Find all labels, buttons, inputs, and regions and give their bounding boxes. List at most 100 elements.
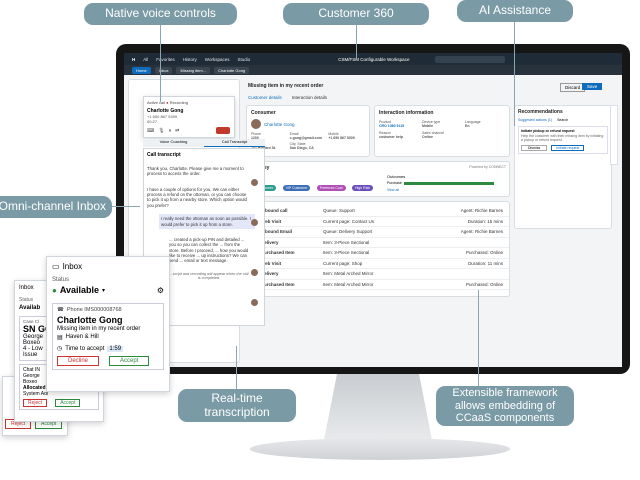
- search-input[interactable]: [435, 55, 506, 63]
- caller-name-inbox: Charlotte Gong: [57, 315, 123, 325]
- chat-label: Chat IN: [23, 367, 40, 373]
- activity-row[interactable]: Inbound call Queue: Support Agent: Richie …: [247, 206, 509, 217]
- consumer-name[interactable]: Charlotte Gong: [264, 121, 295, 127]
- app-title: CSM/FSM Configurable Workspace: [338, 56, 410, 62]
- callout-extensible: Extensible framework allows embedding of…: [436, 386, 574, 426]
- field-mobile: Mobile+1 650 867 5309: [328, 132, 355, 140]
- accept-timer: 1:59: [107, 345, 124, 352]
- case-code: SN GC: [23, 324, 52, 334]
- accept-button-middle[interactable]: Accept: [55, 399, 81, 407]
- view-all-link[interactable]: View all: [387, 188, 399, 192]
- journey-card: Journey Powered by CONNECT 5+ Customer V…: [246, 161, 510, 197]
- activity-detail: Current page: Shop: [323, 260, 363, 266]
- system-label: System Adi: [23, 391, 49, 397]
- subtab-customer[interactable]: Customer details: [248, 95, 282, 100]
- activity-type: Inbound Email: [261, 229, 292, 235]
- tab-bar: Home Inbox Missing item... Charlotte Gon…: [124, 65, 622, 75]
- tab-contact[interactable]: Charlotte Gong: [214, 66, 250, 74]
- nav-studio[interactable]: Studio: [237, 56, 251, 62]
- case-label: Case Cl: [23, 319, 40, 324]
- connector-line: [514, 20, 515, 126]
- activity-right: Duration: 11 mins: [468, 260, 503, 266]
- mute-icon[interactable]: 🎙: [158, 128, 165, 134]
- callout-realtime: Real-time transcription: [178, 389, 296, 422]
- activity-right: Purchased: Online: [465, 281, 503, 287]
- inbox-title-2: Inbox: [19, 285, 34, 291]
- record-title: Missing item in my recent order: [248, 83, 324, 89]
- tab-suggested[interactable]: Suggested actions (1): [518, 118, 553, 122]
- transfer-icon[interactable]: ⇄: [175, 128, 180, 134]
- tab-voice-coaching[interactable]: Voice Coaching: [159, 139, 188, 144]
- tab-search[interactable]: Search: [557, 118, 569, 122]
- recording-label: Recording: [169, 100, 188, 105]
- activity-right: Duration: 15 mins: [467, 218, 503, 224]
- case-issue: Issue: [23, 352, 38, 358]
- tab-home[interactable]: Home: [132, 66, 151, 74]
- decline-button[interactable]: Decline: [57, 356, 100, 366]
- connector-line: [478, 290, 479, 386]
- accept-button[interactable]: Accept: [109, 356, 150, 366]
- hangup-button[interactable]: [216, 127, 230, 134]
- nav-all[interactable]: All: [143, 56, 149, 62]
- chat-name: George: [23, 373, 40, 379]
- dismiss-button[interactable]: Dismiss: [521, 145, 548, 151]
- record-subtabs: Customer details Interaction details: [248, 95, 327, 100]
- logo-icon: H: [132, 56, 136, 62]
- consumer-heading: Consumer: [251, 110, 276, 116]
- gear-icon[interactable]: ⚙: [156, 285, 164, 295]
- activity-detail: Current page: Contact Us: [323, 218, 375, 224]
- chevron-down-icon[interactable]: ▾: [102, 287, 106, 294]
- nav-favorites[interactable]: Favorites: [156, 56, 175, 62]
- transcript-msg-4: ... created a pick-up PIN and detailed .…: [169, 236, 249, 264]
- inbox-card-front: ▭ Inbox Status ● Available ▾ ⚙ ☎ Phone I…: [46, 256, 170, 392]
- hold-icon[interactable]: ⏸: [168, 128, 172, 134]
- agent-avatar: [251, 269, 258, 276]
- rec-desc: Help the customer with their missing ite…: [521, 134, 604, 142]
- tab-case[interactable]: Missing item...: [176, 66, 211, 74]
- initiate-button[interactable]: Initiate request: [551, 145, 585, 151]
- inbox-icon: ▭: [52, 262, 60, 271]
- side-rail: [610, 105, 618, 165]
- nav-workspaces[interactable]: Workspaces: [204, 56, 230, 62]
- activity-detail: Item: Metal Arched Mirror: [323, 281, 374, 287]
- keypad-icon[interactable]: ⌨: [147, 128, 155, 134]
- monitor-stand: [324, 374, 432, 440]
- transcript-title: Call transcript: [147, 152, 181, 158]
- phone-icon: ☎: [57, 307, 64, 313]
- status-value[interactable]: Available: [59, 285, 100, 295]
- tab-inbox[interactable]: Inbox: [154, 66, 173, 74]
- reject-button-middle[interactable]: Reject: [23, 399, 48, 407]
- agent-avatar: [251, 299, 258, 306]
- subtab-interaction[interactable]: Interaction details: [291, 95, 328, 100]
- recommendations-heading: Recommendations: [518, 109, 563, 115]
- nav-history[interactable]: History: [182, 56, 197, 62]
- activity-detail: Item: 3-Piece Sectional: [323, 250, 370, 256]
- status-value-2: Availab: [19, 305, 41, 311]
- journey-powered: Powered by CONNECT: [469, 165, 506, 169]
- save-button[interactable]: Save: [582, 83, 603, 90]
- badge-risk: High Risk: [352, 185, 373, 191]
- activity-row[interactable]: Web Visit Current page: Shop Duration: 11 …: [247, 259, 509, 269]
- connector-line: [112, 206, 140, 207]
- subject: Missing item in my recent order: [57, 326, 141, 332]
- caller-phone: +1 650 867 5309: [147, 114, 178, 119]
- activity-detail: Queue: Support: [323, 208, 355, 214]
- activity-right: Agent: Richie Barnes: [460, 208, 503, 214]
- clock-icon: ◷: [57, 346, 63, 352]
- tab-call-transcript[interactable]: Call Transcript: [204, 139, 265, 147]
- outcomes-label: Outcomes: [387, 174, 406, 179]
- voice-tabs: Voice Coaching Call Transcript: [143, 139, 265, 147]
- activity-type: Web Visit: [261, 260, 282, 266]
- activity-type: Inbound call: [261, 208, 288, 214]
